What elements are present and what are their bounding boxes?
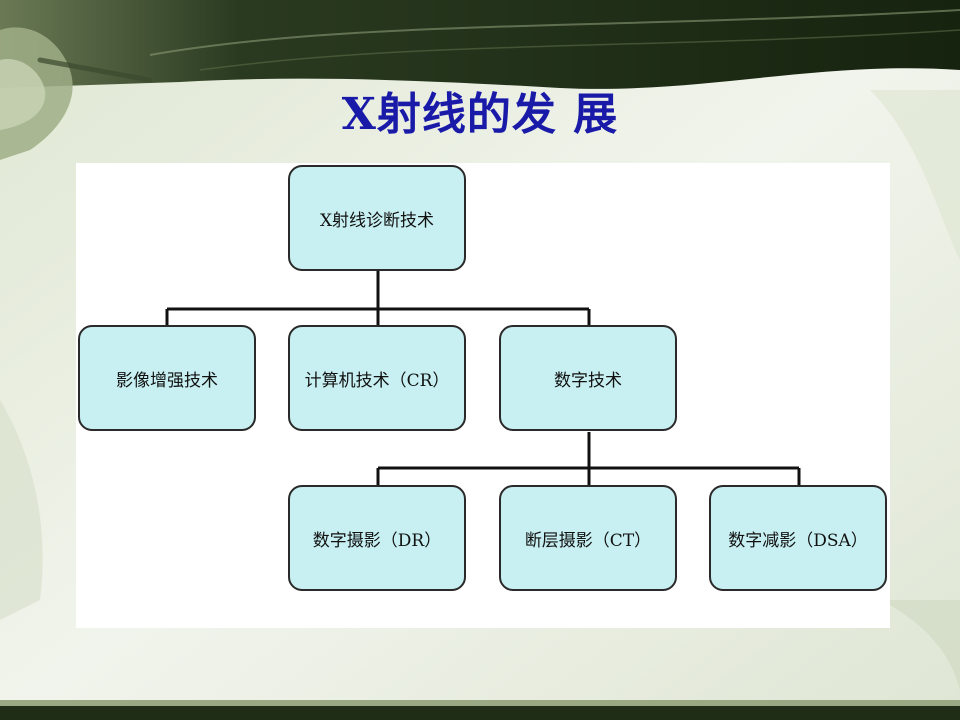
- node-computed-radiography: 计算机技术（CR）: [288, 325, 466, 431]
- node-computed-tomography: 断层摄影（CT）: [499, 485, 677, 591]
- node-digital-radiography: 数字摄影（DR）: [288, 485, 466, 591]
- diagram-panel: X射线诊断技术 影像增强技术 计算机技术（CR） 数字技术 数字摄影（DR） 断…: [76, 163, 890, 628]
- node-digital-subtraction: 数字减影（DSA）: [709, 485, 887, 591]
- node-digital-technology: 数字技术: [499, 325, 677, 431]
- node-image-intensifier: 影像增强技术: [78, 325, 256, 431]
- slide-title: X射线的发 展: [341, 89, 619, 140]
- node-root: X射线诊断技术: [288, 165, 466, 271]
- connector-lines: [165, 271, 801, 485]
